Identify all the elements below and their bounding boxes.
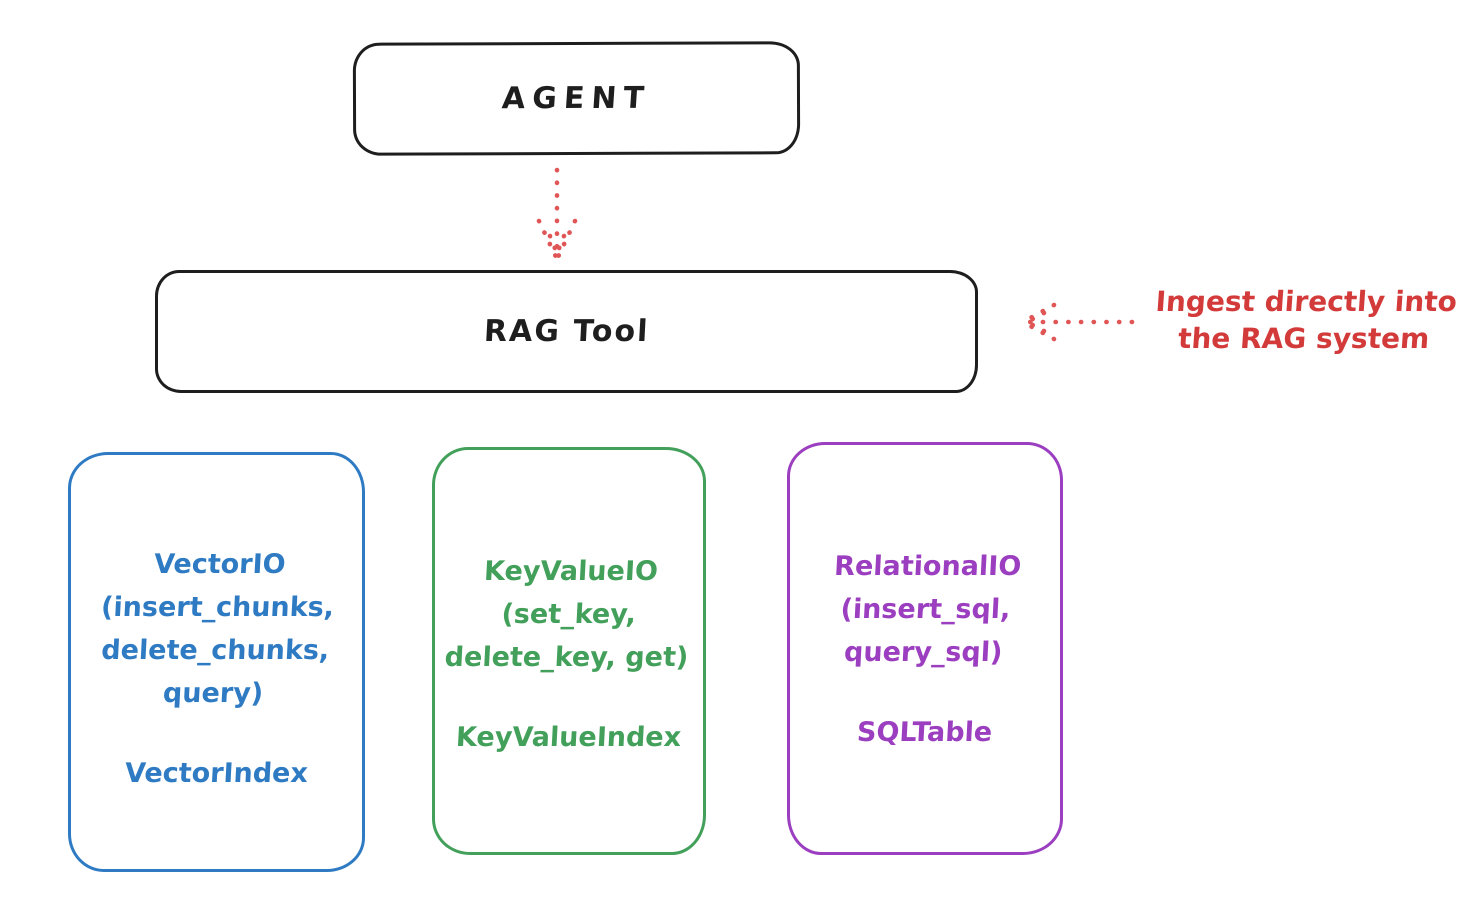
agent-box: AGENT xyxy=(352,41,801,156)
keyvalue-io-box: KeyValueIO (set_key, delete_key, get) Ke… xyxy=(432,447,706,855)
vector-io-box: VectorIO (insert_chunks, delete_chunks, … xyxy=(68,452,365,872)
rag-tool-label: RAG Tool xyxy=(482,314,651,349)
keyvalue-io-text: KeyValueIO (set_key, delete_key, get) xyxy=(444,550,694,679)
vector-io-line: VectorIO xyxy=(153,549,287,580)
keyvalue-io-line: KeyValueIO xyxy=(483,556,659,587)
relational-io-box: RelationalIO (insert_sql, query_sql) SQL… xyxy=(787,442,1063,855)
sql-table-label: SQLTable xyxy=(856,717,994,748)
keyvalue-index-label: KeyValueIndex xyxy=(455,722,683,753)
ingest-dotted-arrow xyxy=(1020,302,1135,342)
keyvalue-io-line: (set_key, xyxy=(500,599,638,630)
relational-io-line: RelationalIO xyxy=(832,551,1022,582)
keyvalue-io-line: delete_key, get) xyxy=(444,642,690,673)
vector-io-text: VectorIO (insert_chunks, delete_chunks, … xyxy=(96,543,338,715)
vector-io-line: delete_chunks, xyxy=(100,635,331,666)
relational-io-line: query_sql) xyxy=(842,637,1003,668)
vector-index-label: VectorIndex xyxy=(124,758,309,789)
ingest-annotation-line1: Ingest directly into xyxy=(1154,285,1459,318)
agent-to-rag-dotted-arrow xyxy=(536,167,578,260)
relational-io-line: (insert_sql, xyxy=(839,594,1011,625)
ingest-annotation: Ingest directly into the RAG system xyxy=(1137,283,1472,357)
rag-tool-box: RAG Tool xyxy=(155,270,978,393)
vector-io-line: query) xyxy=(162,678,264,709)
agent-label: AGENT xyxy=(500,80,653,117)
relational-io-text: RelationalIO (insert_sql, query_sql) xyxy=(828,545,1022,674)
ingest-annotation-line2: the RAG system xyxy=(1176,322,1431,355)
vector-io-line: (insert_chunks, xyxy=(100,592,335,623)
